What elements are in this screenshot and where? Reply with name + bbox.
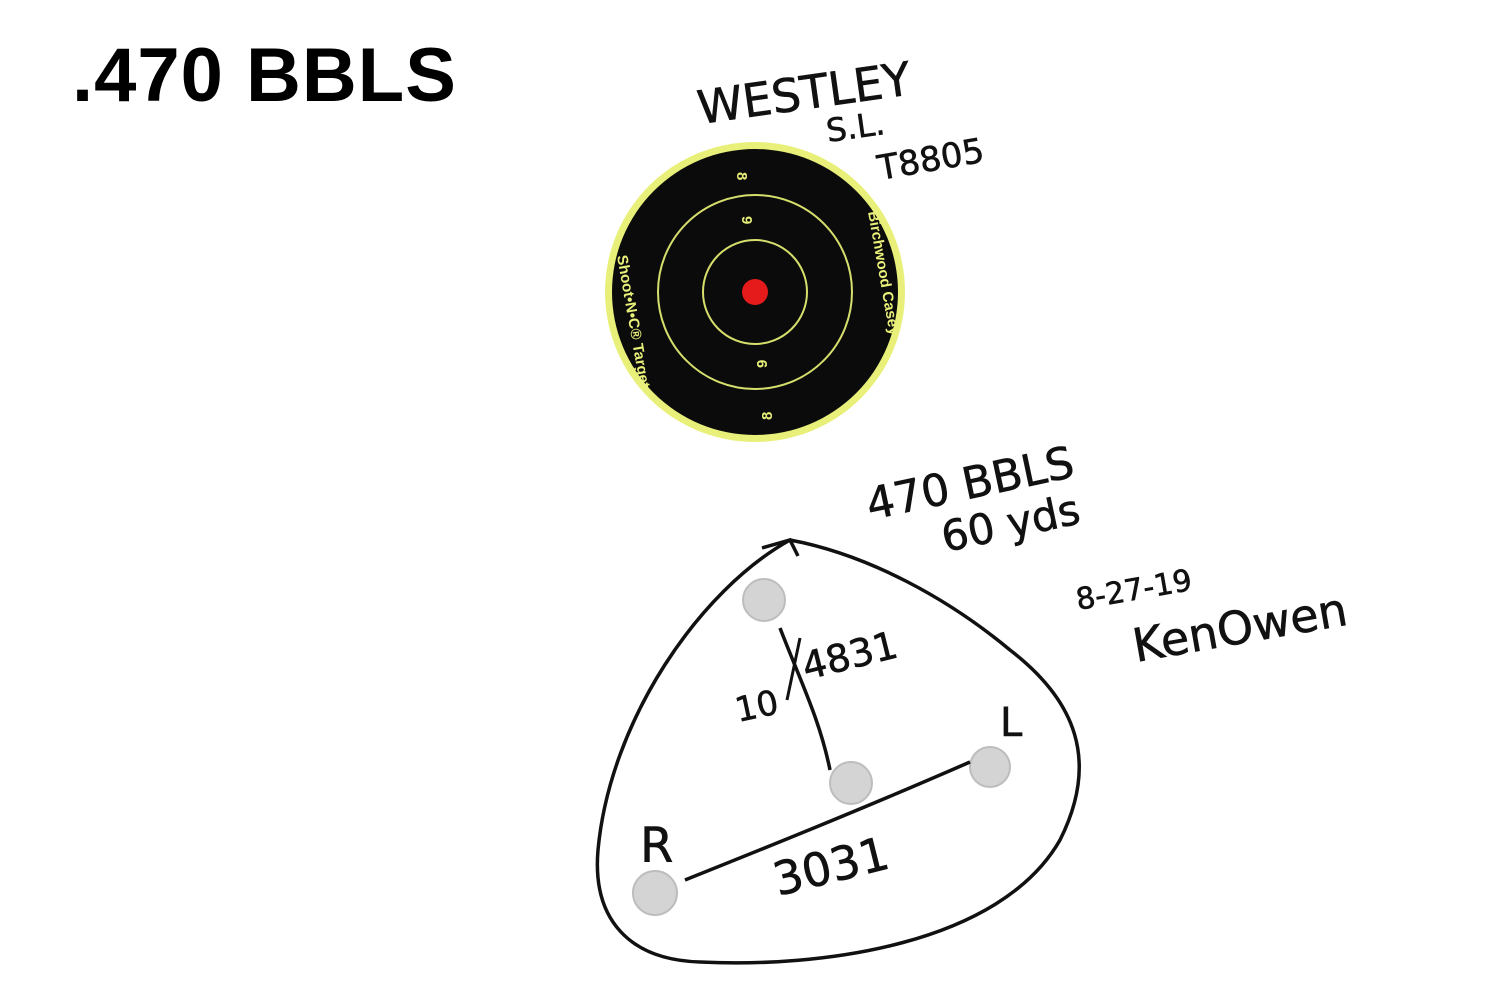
outline-end-mark bbox=[761, 537, 800, 557]
date-signature: 8-27-19 KenOwen bbox=[1073, 563, 1352, 673]
ring-number-bottom-inner: 9 bbox=[754, 360, 771, 368]
group-outline bbox=[595, 538, 1081, 965]
ring-number-top-inner: 9 bbox=[738, 216, 755, 224]
note-maker-initials: S.L. bbox=[824, 104, 887, 150]
shot-label-right-barrel: R bbox=[640, 818, 673, 874]
target-ring-8 bbox=[657, 194, 853, 390]
measure-label-right: 4831 bbox=[798, 623, 902, 689]
bullet-hole-top bbox=[742, 578, 786, 622]
measure-line-horizontal bbox=[684, 760, 971, 882]
page-title: .470 BBLS bbox=[72, 33, 457, 118]
note-date: 8-27-19 bbox=[1073, 563, 1194, 618]
bullet-hole-left bbox=[632, 870, 678, 916]
bullet-hole-right bbox=[969, 746, 1011, 788]
measure-divider bbox=[785, 637, 802, 701]
ring-number-bottom-outer: 8 bbox=[759, 412, 776, 420]
note-serial: T8805 bbox=[874, 131, 988, 189]
ring-number-top-outer: 8 bbox=[733, 172, 750, 180]
shoot-n-c-target: 8 9 9 8 Birchwood Casey Shoot•N•C® Targe… bbox=[605, 142, 905, 442]
bullseye bbox=[742, 279, 768, 305]
load-notes: 470 BBLS 60 yds bbox=[861, 437, 1084, 562]
bullet-hole-center bbox=[829, 761, 873, 805]
shot-label-left-barrel: L bbox=[1000, 700, 1023, 746]
measure-label-left: 10 bbox=[732, 683, 783, 731]
measure-line-vertical bbox=[778, 627, 832, 771]
bullet-holes bbox=[632, 578, 1011, 916]
target-ring-9 bbox=[702, 239, 808, 345]
